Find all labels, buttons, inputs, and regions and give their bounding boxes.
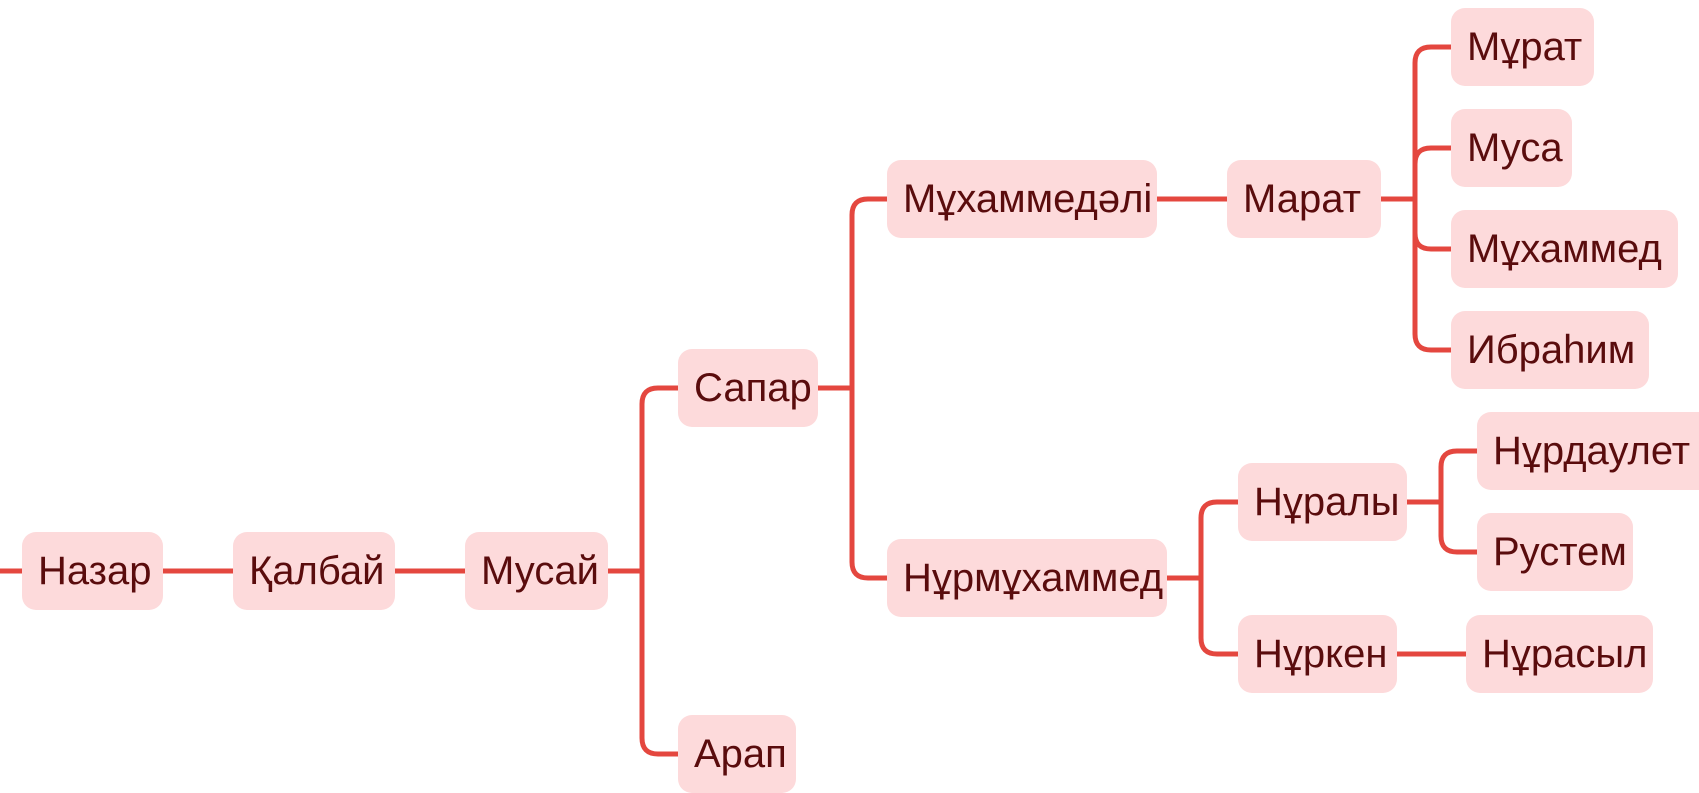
node-musa[interactable]: Муса — [1451, 109, 1572, 187]
node-label: Қалбай — [249, 548, 385, 593]
node-label: Нұрдаулет — [1493, 428, 1691, 473]
node-sapar[interactable]: Сапар — [678, 349, 818, 427]
node-label: Рустем — [1493, 529, 1627, 574]
connector-sapar-nurmukhammed — [815, 385, 890, 581]
node-label: Сапар — [694, 365, 812, 410]
node-marat[interactable]: Марат — [1227, 160, 1381, 238]
node-nazar[interactable]: Назар — [22, 532, 163, 610]
node-nurken[interactable]: Нұркен — [1238, 615, 1397, 693]
connector-nuraly-rustem — [1404, 499, 1480, 555]
connector-musai-arap — [605, 568, 681, 757]
connector-marat-murat — [1378, 44, 1454, 202]
node-label: Нұрмұхаммед — [903, 555, 1164, 600]
node-label: Нұркен — [1254, 631, 1388, 676]
node-nurasyl[interactable]: Нұрасыл — [1466, 615, 1653, 693]
node-mukhammedali[interactable]: Мұхаммедәлі — [887, 160, 1157, 238]
node-label: Мұхаммедәлі — [903, 176, 1153, 221]
connector-marat-ibrahim — [1378, 196, 1454, 353]
node-mukhammed[interactable]: Мұхаммед — [1451, 210, 1678, 288]
node-label: Мұрат — [1467, 24, 1583, 69]
connector-nurmukhammed-nurken — [1164, 575, 1241, 657]
node-label: Муса — [1467, 125, 1563, 170]
node-label: Мусай — [481, 548, 599, 593]
node-musai[interactable]: Мусай — [465, 532, 608, 610]
connector-nurmukhammed-nuraly — [1164, 499, 1241, 581]
node-kalbai[interactable]: Қалбай — [233, 532, 395, 610]
node-murat[interactable]: Мұрат — [1451, 8, 1594, 86]
node-rustem[interactable]: Рустем — [1477, 513, 1633, 591]
node-label: Нұрасыл — [1482, 631, 1648, 676]
node-arap[interactable]: Арап — [678, 715, 796, 793]
node-label: Мұхаммед — [1467, 226, 1662, 271]
node-label: Назар — [38, 548, 152, 593]
node-nurdaulet[interactable]: Нұрдаулет — [1477, 412, 1699, 490]
node-label: Ибраһим — [1467, 327, 1636, 372]
node-label: Арап — [694, 731, 787, 776]
node-ibrahim[interactable]: Ибраһим — [1451, 311, 1649, 389]
connector-musai-sapar — [605, 385, 681, 574]
node-label: Марат — [1243, 176, 1361, 221]
connector-nuraly-nurdaulet — [1404, 448, 1480, 505]
connector-marat-musa — [1378, 145, 1454, 202]
connector-sapar-mukhammedali — [815, 196, 890, 391]
node-nuraly[interactable]: Нұралы — [1238, 463, 1407, 541]
node-label: Нұралы — [1254, 479, 1400, 524]
node-nurmukhammed[interactable]: Нұрмұхаммед — [887, 539, 1167, 617]
